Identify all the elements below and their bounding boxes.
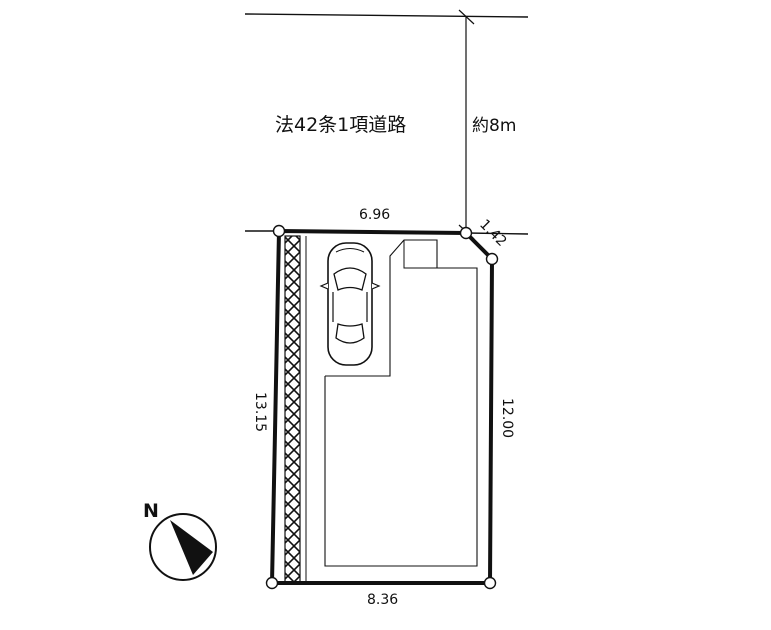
lot (265, 224, 499, 590)
corner-marker (485, 252, 499, 266)
dimension-tick-top (458, 9, 475, 25)
corner-marker (459, 226, 473, 240)
porch-outline (403, 240, 437, 269)
road: 法42条1項道路 約8m (244, 9, 529, 240)
building-outline (324, 239, 478, 567)
road-width-label: 約8m (472, 116, 516, 136)
dimension-bottom: 8.36 (367, 592, 398, 608)
hedge-strip (284, 235, 301, 583)
road-far-edge (244, 13, 529, 18)
corner-marker (265, 576, 279, 590)
dimension-right: 12.00 (499, 398, 515, 438)
corner-marker (272, 224, 286, 238)
compass-needle-icon (170, 520, 213, 575)
north-label: N (143, 500, 159, 522)
corner-marker (483, 576, 497, 590)
road-name-label: 法42条1項道路 (275, 114, 406, 136)
road-near-edge-right (466, 232, 529, 235)
lot-boundary (270, 229, 494, 585)
car-icon (319, 242, 381, 366)
north-compass: N (143, 500, 217, 581)
dimension-top: 6.96 (359, 207, 390, 223)
dimension-left: 13.15 (252, 392, 268, 432)
